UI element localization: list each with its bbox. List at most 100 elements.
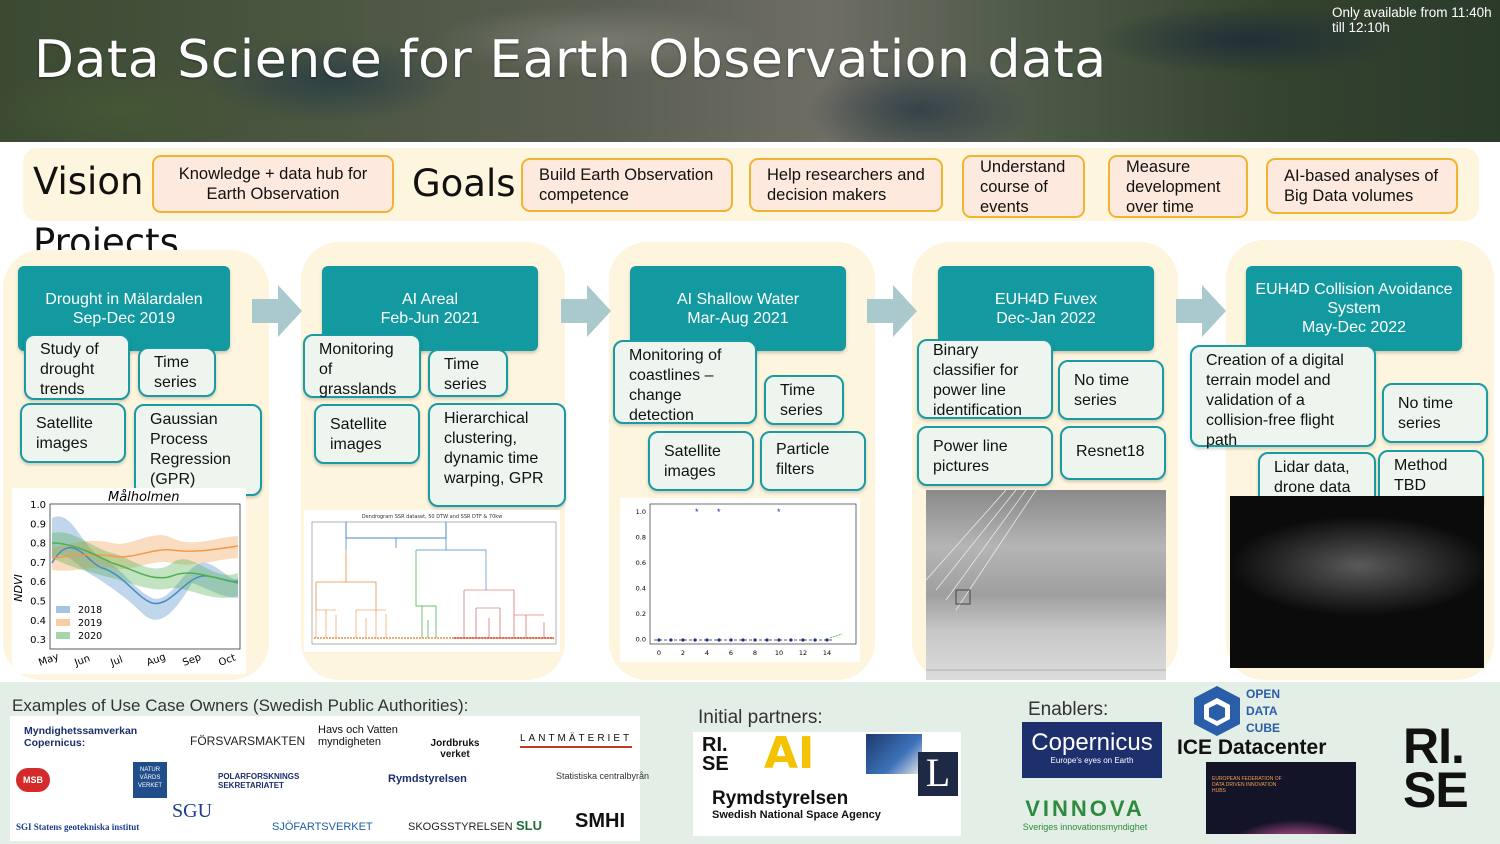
y-tick-label: 0.3 bbox=[30, 635, 46, 646]
project-tag: Satellite images bbox=[314, 404, 420, 464]
y-tick-label: 1.0 bbox=[30, 500, 46, 511]
project-tag: No time series bbox=[1382, 383, 1488, 443]
logo-rise: RI.SE bbox=[1403, 718, 1469, 818]
project-tag: Study of drought trends bbox=[24, 334, 130, 400]
legend-entry: 2018 bbox=[78, 605, 102, 616]
x-tick-label: Oct bbox=[217, 653, 237, 669]
goals-label: Goals bbox=[412, 162, 516, 205]
project-tag: Particle filters bbox=[760, 431, 866, 491]
x-tick-label: 8 bbox=[753, 649, 757, 657]
logo-jordbruksverket: Jordbruks verket bbox=[430, 738, 480, 760]
logo-skogsstyrelsen: SKOGSSTYRELSEN bbox=[408, 821, 513, 833]
logo-euh4d: EUROPEAN FEDERATION OF DATA DRIVEN INNOV… bbox=[1206, 762, 1356, 834]
svg-text:*: * bbox=[695, 507, 699, 517]
vision-label: Vision bbox=[33, 160, 144, 203]
project-dates: Feb-Jun 2021 bbox=[380, 309, 480, 327]
data-point bbox=[801, 638, 805, 642]
data-point bbox=[693, 638, 697, 642]
x-tick-label: 0 bbox=[657, 649, 661, 657]
logo-rymdstyrelsen: Rymdstyrelsen Swedish National Space Age… bbox=[712, 788, 881, 821]
logo-ai-sweden: AI bbox=[764, 728, 815, 779]
x-tick-label: Sep bbox=[181, 652, 202, 669]
data-point bbox=[657, 638, 661, 642]
y-tick-label: 0.4 bbox=[30, 616, 46, 627]
logo-copernicus: Copernicus Europe's eyes on Earth bbox=[1022, 722, 1162, 778]
project-dates: Mar-Aug 2021 bbox=[687, 309, 789, 327]
cube-icon bbox=[1194, 686, 1240, 736]
logo-open-data-cube: OPEN DATA CUBE bbox=[1246, 687, 1281, 735]
y-tick-label: 0.6 bbox=[30, 577, 46, 588]
x-tick-label: Jun bbox=[72, 653, 91, 669]
project-tag: Monitoring of grasslands bbox=[303, 334, 421, 398]
x-tick-label: 6 bbox=[729, 649, 733, 657]
data-point bbox=[681, 638, 685, 642]
logo-sjofartsverket: SJÖFARTSVERKET bbox=[272, 821, 373, 833]
goal-box: AI-based analyses of Big Data volumes bbox=[1266, 158, 1458, 214]
dendrogram-chart: Dendrogram SSR dataset, 50 DTW and SSR D… bbox=[304, 510, 560, 652]
data-point bbox=[789, 638, 793, 642]
chart-title: Målholmen bbox=[108, 490, 180, 505]
project-dates: May-Dec 2022 bbox=[1301, 319, 1407, 336]
legend-entry: 2020 bbox=[78, 631, 102, 642]
use-case-heading: Examples of Use Case Owners (Swedish Pub… bbox=[12, 696, 469, 715]
x-tick-label: Jul bbox=[108, 654, 124, 669]
project-tag: Satellite images bbox=[648, 431, 754, 491]
goal-box: Help researchers and decision makers bbox=[749, 158, 943, 212]
data-point bbox=[813, 638, 817, 642]
logo-msb: MSB bbox=[16, 768, 50, 792]
x-tick-label: Aug bbox=[145, 652, 167, 669]
data-point bbox=[717, 638, 721, 642]
x-tick-label: 14 bbox=[823, 649, 831, 657]
project-tag: Time series bbox=[138, 347, 216, 397]
y-tick-label: 0.4 bbox=[636, 585, 646, 593]
project-tag: Time series bbox=[764, 375, 844, 425]
project-dates: Sep-Dec 2019 bbox=[72, 309, 176, 327]
logo-polarforskning: POLARFORSKNINGS SEKRETARIATET bbox=[218, 772, 300, 790]
logo-slu: SLU bbox=[516, 818, 542, 833]
page-title: Data Science for Earth Observation data bbox=[34, 30, 1107, 90]
project-tag: Monitoring of coastlines – change detect… bbox=[613, 340, 757, 424]
chart-title: Dendrogram SSR dataset, 50 DTW and SSR D… bbox=[362, 514, 503, 520]
project-name: EUH4D Fuvex bbox=[994, 290, 1098, 308]
logo-smhi: SMHI bbox=[575, 810, 625, 832]
legend-entry: 2019 bbox=[78, 618, 102, 629]
goal-box: Measure development over time bbox=[1108, 155, 1248, 218]
use-case-logo-area bbox=[10, 716, 640, 841]
project-tag: Binary classifier for power line identif… bbox=[917, 339, 1053, 419]
enablers-heading: Enablers: bbox=[1028, 699, 1109, 720]
arrow-right-icon bbox=[1176, 285, 1226, 337]
x-tick-label: 12 bbox=[799, 649, 807, 657]
project-name: EUH4D Collision Avoidance System bbox=[1255, 281, 1453, 317]
project-tag: Satellite images bbox=[20, 403, 126, 463]
arrow-right-icon bbox=[252, 285, 302, 337]
partner-photo bbox=[866, 734, 922, 774]
project-name: Drought in Mälardalen bbox=[45, 290, 203, 308]
project-name: AI Shallow Water bbox=[676, 290, 800, 308]
logo-havs-och-vatten: Havs och Vatten myndigheten bbox=[318, 724, 398, 748]
x-tick-label: 4 bbox=[705, 649, 709, 657]
logo-forsvarsmakten: FÖRSVARSMAKTEN bbox=[190, 734, 306, 748]
y-tick-label: 1.0 bbox=[636, 508, 646, 516]
logo-vinnova: VINNOVA Sveriges innovationsmyndighet bbox=[1022, 796, 1148, 832]
data-point bbox=[765, 638, 769, 642]
y-tick-label: 0.9 bbox=[30, 519, 46, 530]
project-tag: No time series bbox=[1058, 360, 1164, 420]
vision-box: Knowledge + data hub for Earth Observati… bbox=[152, 155, 394, 213]
x-tick-label: 2 bbox=[681, 649, 685, 657]
logo-scb: Statistiska centralbyrån bbox=[556, 771, 650, 781]
data-point bbox=[825, 638, 829, 642]
logo-ltu: L bbox=[918, 752, 958, 796]
project-tag: Creation of a digital terrain model and … bbox=[1190, 345, 1376, 449]
logo-lantmateriet: LANTMÄTERIET bbox=[520, 733, 633, 748]
y-tick-label: 0.2 bbox=[636, 610, 646, 618]
y-tick-label: 0.0 bbox=[636, 636, 646, 644]
goal-box: Understand course of events bbox=[962, 155, 1085, 218]
header-satellite-banner bbox=[0, 0, 1500, 142]
y-axis-label: NDVI bbox=[12, 574, 25, 601]
logo-sgi: SGI Statens geotekniska institut bbox=[16, 822, 140, 832]
